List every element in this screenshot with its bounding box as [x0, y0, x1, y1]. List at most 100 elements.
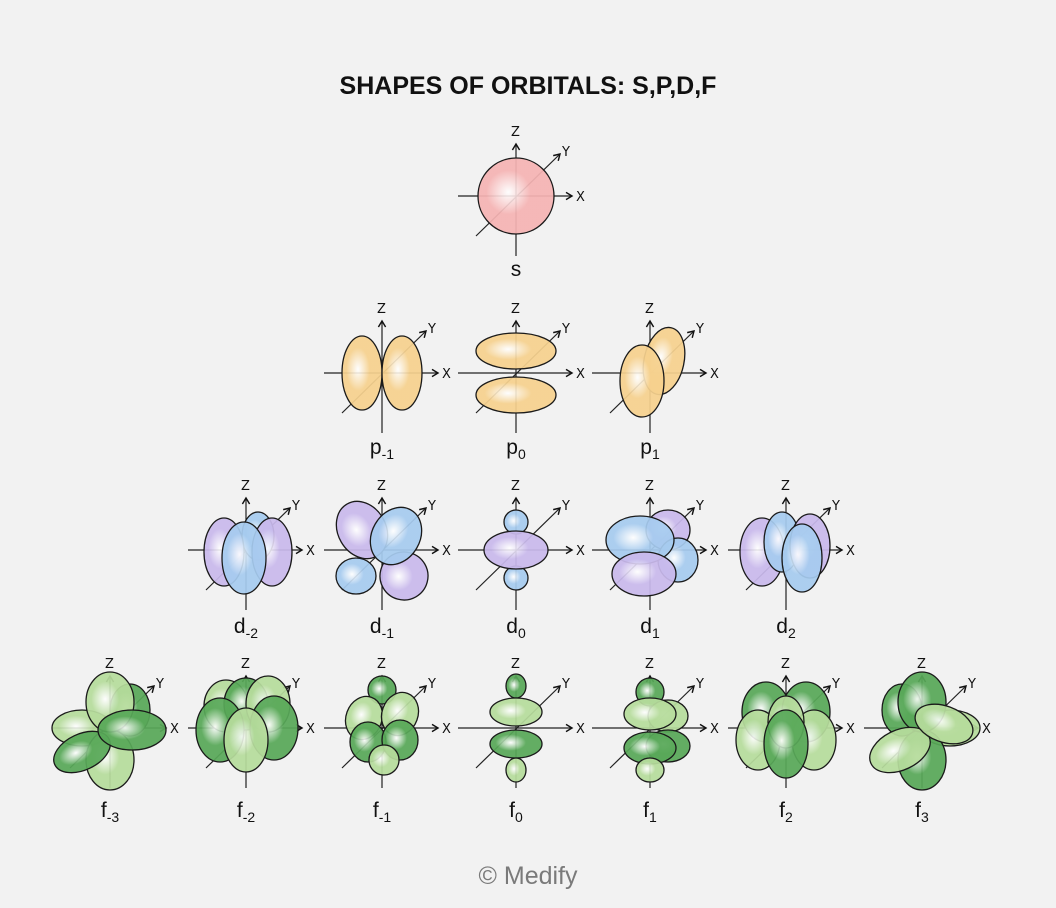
orbital-f2: Z X Yf2	[728, 657, 855, 825]
orbital-lobe	[477, 157, 555, 235]
orbital-label: d-1	[370, 615, 394, 641]
y-axis-label: Y	[291, 499, 300, 514]
z-axis-label: Z	[511, 125, 520, 140]
orbital-lobe	[97, 709, 167, 751]
orbital-lobe	[635, 757, 665, 783]
orbital-label: d0	[506, 615, 526, 641]
x-axis-label: X	[170, 722, 179, 737]
z-axis-label: Z	[241, 657, 250, 672]
y-axis-label: Y	[561, 677, 570, 692]
y-axis-label: Y	[695, 499, 704, 514]
orbital-lobe	[623, 697, 677, 731]
z-axis-label: Z	[511, 479, 520, 494]
orbital-lobe	[223, 707, 269, 773]
orbital-lobe	[505, 757, 527, 783]
orbital-p1: Z X Yp1	[592, 302, 719, 462]
x-axis-label: X	[982, 722, 991, 737]
x-axis-label: X	[710, 367, 719, 382]
orbital-lobe	[221, 521, 267, 595]
orbital-label: p1	[640, 436, 660, 462]
y-axis	[475, 685, 562, 769]
x-axis-label: X	[442, 544, 451, 559]
orbital-label: f2	[779, 799, 793, 825]
y-axis-label: Y	[831, 499, 840, 514]
z-axis-label: Z	[645, 302, 654, 317]
y-axis-label: Y	[427, 677, 436, 692]
z-axis-label: Z	[241, 479, 250, 494]
x-axis-label: X	[306, 544, 315, 559]
z-axis-label: Z	[645, 657, 654, 672]
orbital-lobe	[505, 673, 527, 699]
orbital-label: f-2	[237, 799, 256, 825]
diagram-title: SHAPES OF ORBITALS: S,P,D,F	[339, 72, 717, 100]
orbital-lobe	[335, 557, 377, 595]
x-axis-label: X	[710, 722, 719, 737]
x-axis-label: X	[576, 190, 585, 205]
x-axis-label: X	[306, 722, 315, 737]
orbital-lobe	[781, 523, 823, 593]
orbital-lobe	[381, 335, 423, 411]
orbital-lobe	[611, 551, 677, 597]
orbital-label: f0	[509, 799, 523, 825]
y-axis-label: Y	[155, 677, 164, 692]
z-axis-label: Z	[781, 479, 790, 494]
y-axis-label: Y	[967, 677, 976, 692]
x-axis-label: X	[442, 722, 451, 737]
z-axis-label: Z	[917, 657, 926, 672]
orbital-label: d1	[640, 615, 660, 641]
orbital-f0: Z X Yf0	[458, 657, 585, 825]
x-axis-label: X	[846, 544, 855, 559]
y-axis-label: Y	[291, 677, 300, 692]
orbital-d-2: Z X Yd-2	[188, 479, 315, 641]
orbital-label: d2	[776, 615, 796, 641]
z-axis-label: Z	[511, 302, 520, 317]
orbital-f1: Z X Yf1	[592, 657, 719, 825]
orbital-lobe	[763, 709, 809, 779]
orbital-label: d-2	[234, 615, 258, 641]
orbital-lobe	[368, 744, 400, 776]
x-axis-label: X	[576, 722, 585, 737]
y-axis-label: Y	[695, 322, 704, 337]
x-axis-label: X	[576, 367, 585, 382]
orbital-lobe	[475, 332, 557, 370]
orbital-label: p0	[506, 436, 526, 462]
z-axis-label: Z	[645, 479, 654, 494]
orbital-d1: Z X Yd1	[592, 479, 719, 641]
orbital-lobe	[369, 506, 423, 566]
z-axis-label: Z	[377, 657, 386, 672]
x-axis-label: X	[442, 367, 451, 382]
orbital-lobe	[489, 729, 543, 759]
orbital-d2: Z X Yd2	[728, 479, 855, 641]
orbital-f3: Z X Yf3	[864, 657, 991, 825]
y-axis-label: Y	[561, 499, 570, 514]
x-axis-label: X	[710, 544, 719, 559]
y-axis-label: Y	[561, 322, 570, 337]
orbital-lobe	[619, 344, 665, 418]
orbital-label: f3	[915, 799, 929, 825]
orbital-d0: Z X Yd0	[458, 479, 585, 641]
x-axis-label: X	[576, 544, 585, 559]
orbital-p0: Z X Yp0	[458, 302, 585, 462]
orbital-f-1: Z X Yf-1	[324, 657, 451, 825]
orbital-lobe	[489, 697, 543, 727]
z-axis-label: Z	[511, 657, 520, 672]
orbital-lobe	[475, 376, 557, 414]
z-axis-label: Z	[377, 302, 386, 317]
orbital-label: s	[511, 258, 522, 281]
z-axis-label: Z	[377, 479, 386, 494]
orbital-label: f-1	[373, 799, 392, 825]
y-axis-label: Y	[695, 677, 704, 692]
orbital-lobe	[483, 530, 549, 570]
copyright-credit: © Medify	[478, 862, 578, 890]
orbital-label: f1	[643, 799, 657, 825]
y-axis-label: Y	[831, 677, 840, 692]
x-axis-label: X	[846, 722, 855, 737]
orbital-lobe	[914, 703, 974, 745]
y-axis-label: Y	[427, 499, 436, 514]
z-axis-label: Z	[105, 657, 114, 672]
orbital-lobe	[367, 675, 397, 705]
z-axis-label: Z	[781, 657, 790, 672]
